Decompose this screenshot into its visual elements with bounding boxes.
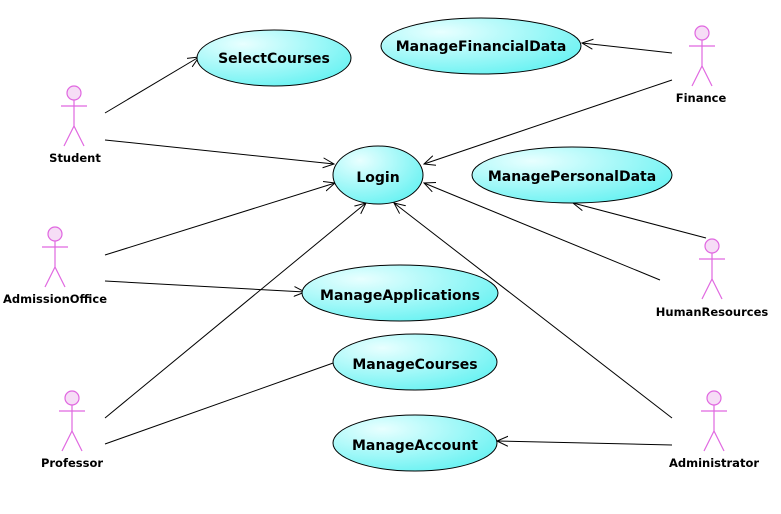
usecase-manage-courses[interactable]: ManageCourses [332,333,498,391]
actor-human-resources[interactable]: HumanResources [656,238,769,319]
stick-figure-icon [699,238,725,300]
usecase-manage-financial-data[interactable]: ManageFinancialData [380,17,582,75]
actor-admission-office-label: AdmissionOffice [3,292,107,306]
assoc-admissionoffice-login [104,183,335,256]
actor-administrator[interactable]: Administrator [669,390,759,470]
associations [104,43,707,445]
usecase-manage-personal-data[interactable]: ManagePersonalData [471,146,673,204]
actor-student-label: Student [49,151,101,165]
assoc-professor-login [104,203,366,419]
usecase-login[interactable]: Login [332,145,424,205]
assoc-administrator-login [394,203,673,419]
actor-professor-label: Professor [41,456,103,470]
actor-administrator-label: Administrator [669,456,759,470]
usecase-manage-account[interactable]: ManageAccount [332,414,498,472]
assoc-humanresources-managepersonaldata [573,203,707,239]
usecase-manage-applications[interactable]: ManageApplications [301,264,499,322]
actor-admission-office[interactable]: AdmissionOffice [3,226,107,306]
assoc-administrator-manageaccount [497,441,673,445]
actor-finance[interactable]: Finance [676,25,727,105]
assoc-finance-managefinancialdata [582,43,673,54]
assoc-finance-login [424,79,673,164]
usecase-manage-applications-label: ManageApplications [320,288,480,304]
usecase-login-label: Login [356,170,399,186]
stick-figure-icon [701,390,727,452]
usecase-select-courses-label: SelectCourses [218,51,330,67]
stick-figure-icon [42,226,68,288]
assoc-professor-managecourses [104,361,337,445]
stick-figure-icon [689,25,715,87]
usecase-manage-courses-label: ManageCourses [352,357,477,373]
usecase-manage-financial-data-label: ManageFinancialData [396,39,567,55]
usecase-manage-personal-data-label: ManagePersonalData [488,169,656,185]
assoc-student-login [104,139,334,164]
stick-figure-icon [61,85,87,147]
stick-figure-icon [59,390,85,452]
usecase-select-courses[interactable]: SelectCourses [196,29,352,87]
assoc-admissionoffice-manageapplications [104,280,305,292]
actor-student[interactable]: Student [49,85,101,165]
assoc-student-selectcourses [104,57,199,114]
actor-human-resources-label: HumanResources [656,305,769,319]
assoc-humanresources-login [424,183,661,281]
usecase-manage-account-label: ManageAccount [352,438,478,454]
actor-professor[interactable]: Professor [41,390,103,470]
actor-finance-label: Finance [676,91,727,105]
